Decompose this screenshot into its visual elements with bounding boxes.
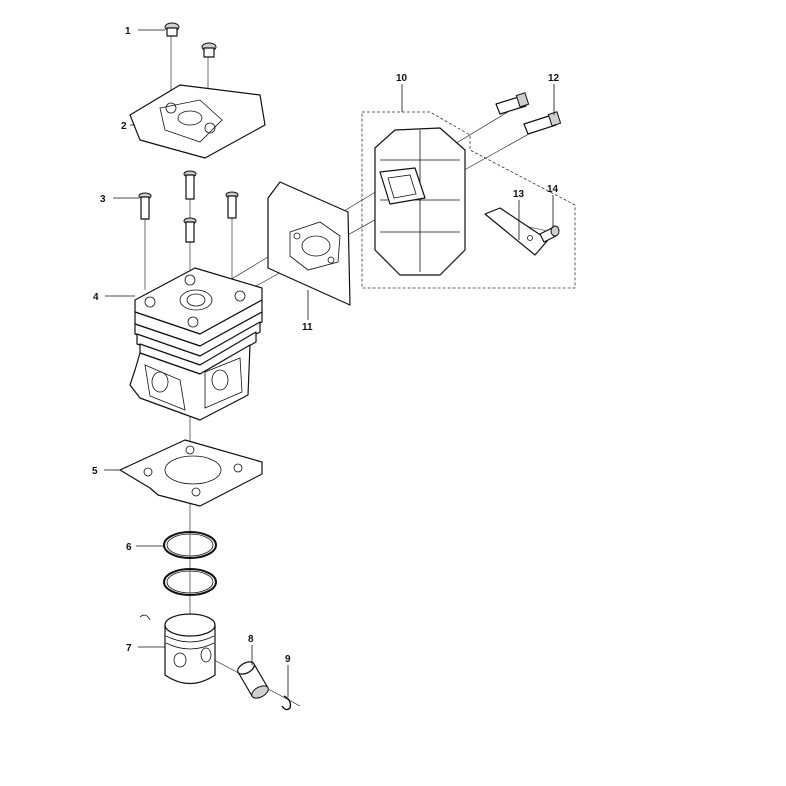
- callout-14: 14: [547, 184, 559, 195]
- callout-7: 7: [126, 643, 132, 654]
- muffler-group-outline: [361, 111, 576, 289]
- piston-rings-part-6: [163, 531, 217, 596]
- base-gasket-part-5: [119, 439, 263, 507]
- bolt-part-3: [138, 170, 239, 243]
- callout-3: 3: [100, 194, 106, 205]
- callout-labels: 1 2 3 4 5 6 7 8 9 10 11 12 13 14: [92, 26, 560, 665]
- callout-12: 12: [548, 73, 560, 84]
- callout-leaders: [104, 29, 555, 697]
- circlip-part-9: [281, 695, 292, 711]
- callout-13: 13: [513, 189, 525, 200]
- plate-part-13: [484, 207, 549, 256]
- callout-5: 5: [92, 466, 98, 477]
- screw-part-14: [539, 225, 560, 243]
- callout-4: 4: [93, 292, 99, 303]
- callout-9: 9: [285, 654, 291, 665]
- callout-2: 2: [121, 121, 127, 132]
- screw-part-1: [164, 22, 217, 58]
- bolt-part-12: [495, 92, 562, 135]
- callout-11: 11: [302, 322, 313, 333]
- cylinder-part-4: [129, 267, 263, 421]
- piston-part-7: [139, 613, 216, 685]
- cover-plate-part-2: [129, 84, 266, 159]
- piston-pin-part-8: [237, 661, 269, 699]
- callout-8: 8: [248, 634, 254, 645]
- muffler-part-10: [374, 127, 466, 276]
- exhaust-gasket-part-11: [267, 181, 351, 306]
- callout-6: 6: [126, 542, 132, 553]
- callout-10: 10: [396, 73, 408, 84]
- callout-1: 1: [125, 26, 131, 37]
